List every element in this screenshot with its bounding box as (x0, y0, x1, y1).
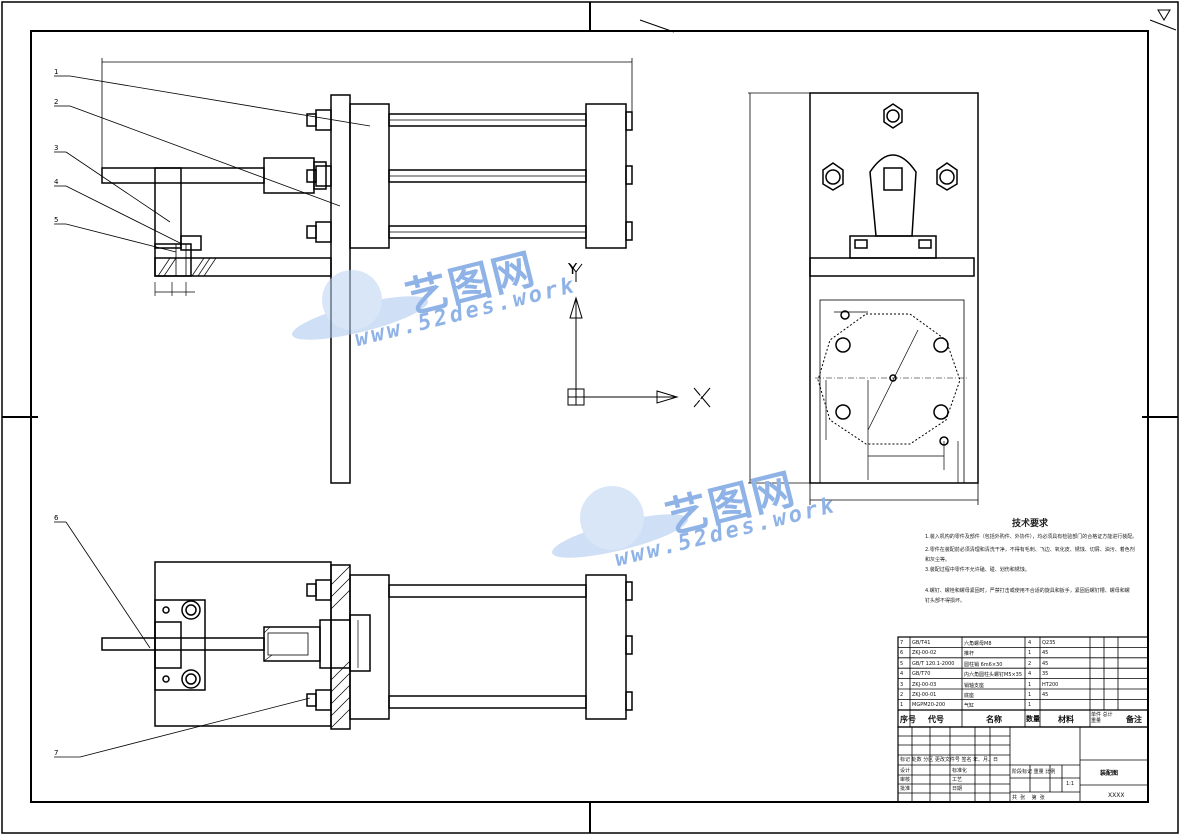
bom-cell: Q235 (1042, 640, 1056, 646)
bom-cell: 4 (1028, 640, 1032, 646)
bom-cell: 35 (1042, 671, 1049, 678)
bom-cell: 1 (1028, 692, 1032, 698)
part-label-4: 4 (54, 178, 59, 186)
bom-cell: 销轴支座 (964, 682, 985, 689)
bom-header-code: 代号 (928, 715, 944, 724)
bom-cell: 1 (1028, 650, 1032, 657)
bom-cell: 4 (1028, 671, 1032, 678)
bom-cell: 4 (900, 671, 904, 678)
tech-req-line: 2.零件在装配前必须清理和清洗干净，不得有毛刺、飞边、氧化皮、锈蚀、切屑、油污、… (925, 547, 1135, 553)
watermark-globe-icon (291, 270, 429, 340)
bom-cell: 气缸 (964, 703, 975, 710)
bom-cell: 内六角圆柱头螺钉M5×35 (964, 672, 1023, 679)
bom-cell: 7 (900, 640, 904, 646)
tech-req-line: 钉头部不得损坏。 (925, 598, 966, 604)
tech-req-line: 3.装配过程中零件不允许磕、碰、划伤和锈蚀。 (925, 567, 1030, 573)
bom-cell: 推杆 (964, 651, 975, 658)
bom-cell: 45 (1042, 692, 1049, 698)
tech-req-title: 技术要求 (1012, 519, 1049, 529)
tb-date: 日期 (952, 786, 963, 792)
part-label-2: 2 (54, 98, 58, 106)
bom-header-name: 名称 (986, 715, 1002, 724)
tech-req-line: 1.装入机构的零件及部件（包括外购件、外协件），均必须具有检验部门的合格证方能进… (925, 534, 1138, 540)
tb-drawing-name: 装配图 (1100, 770, 1119, 777)
bom-cell: 六角螺母M8 (964, 641, 992, 647)
part-label-1: 1 (54, 68, 58, 76)
ucs-axis-icon (567, 263, 711, 408)
bom-cell: 2 (1028, 660, 1032, 667)
bom-cell: 3 (900, 681, 904, 688)
tb-process: 工艺 (952, 777, 963, 783)
tb-check: 审核 (900, 777, 911, 783)
bom-cell: ZKJ-00-02 (912, 650, 937, 657)
top-view (54, 521, 633, 758)
bom-cell: 45 (1042, 650, 1049, 657)
part-label-5: 5 (54, 216, 58, 224)
tb-marks-header: 标记 处数 分区 更改文件号 签名 年、月、日 (900, 757, 999, 763)
bom-cell: ZKJ-00-01 (912, 692, 937, 698)
part-label-3: 3 (54, 144, 58, 152)
side-view (748, 92, 979, 505)
bom-header-no: 序号 (900, 715, 916, 724)
part-label-7: 7 (54, 749, 58, 757)
bom-cell: 底座 (964, 693, 975, 699)
axis-label-y: Y (567, 260, 578, 278)
tb-company: XXXX (1108, 792, 1125, 799)
corner-marks (639, 9, 1177, 33)
bom-cell: 圆柱销 6m6×30 (964, 661, 1003, 668)
bom-header-material: 材料 (1058, 715, 1074, 724)
bom-cell: 1 (1028, 702, 1032, 709)
bom-cell: GB/T41 (912, 640, 931, 646)
tb-approve: 批准 (900, 786, 911, 792)
watermark-globe-icon-2 (551, 486, 689, 558)
tb-designer: 设计 (900, 768, 911, 774)
bom-cell: 2 (900, 692, 904, 698)
bom-cell: GB/T 120.1-2000 (912, 660, 955, 667)
tb-standard: 标准化 (952, 768, 968, 774)
bom-cell: MGPM20-200 (912, 702, 946, 709)
bom-header-remark: 备注 (1126, 715, 1142, 724)
bom-cell: 1 (900, 702, 904, 709)
axis-label-x: X (694, 390, 704, 408)
bom-cell: 6 (900, 650, 904, 657)
bom-cell: 5 (900, 660, 904, 667)
title-block (897, 726, 1149, 803)
tech-req-line: 和灰尘等。 (925, 557, 951, 563)
bom-cell: HT200 (1042, 681, 1059, 688)
front-view (54, 58, 633, 484)
bom-cell: 1 (1028, 681, 1032, 688)
tb-scale: 1:1 (1066, 781, 1075, 787)
tech-req-line: 4.螺钉、螺栓和螺母紧固时，严禁打击或使用不合适的旋具和扳手，紧固后螺钉槽、螺母… (925, 588, 1130, 594)
part-label-6: 6 (54, 514, 59, 522)
bom-header-qty: 数量 (1026, 715, 1040, 723)
tb-sheet: 共 张 第 张 (1012, 795, 1045, 801)
bom-cell: GB/T70 (912, 671, 931, 678)
bom-header-weight: 单件 总计 重量 (1091, 712, 1113, 724)
bom-table (897, 636, 1149, 728)
bom-cell: ZKJ-00-03 (912, 681, 937, 688)
tb-stage-header: 阶段标记 重量 比例 (1012, 769, 1056, 775)
bom-cell: 45 (1042, 660, 1049, 667)
